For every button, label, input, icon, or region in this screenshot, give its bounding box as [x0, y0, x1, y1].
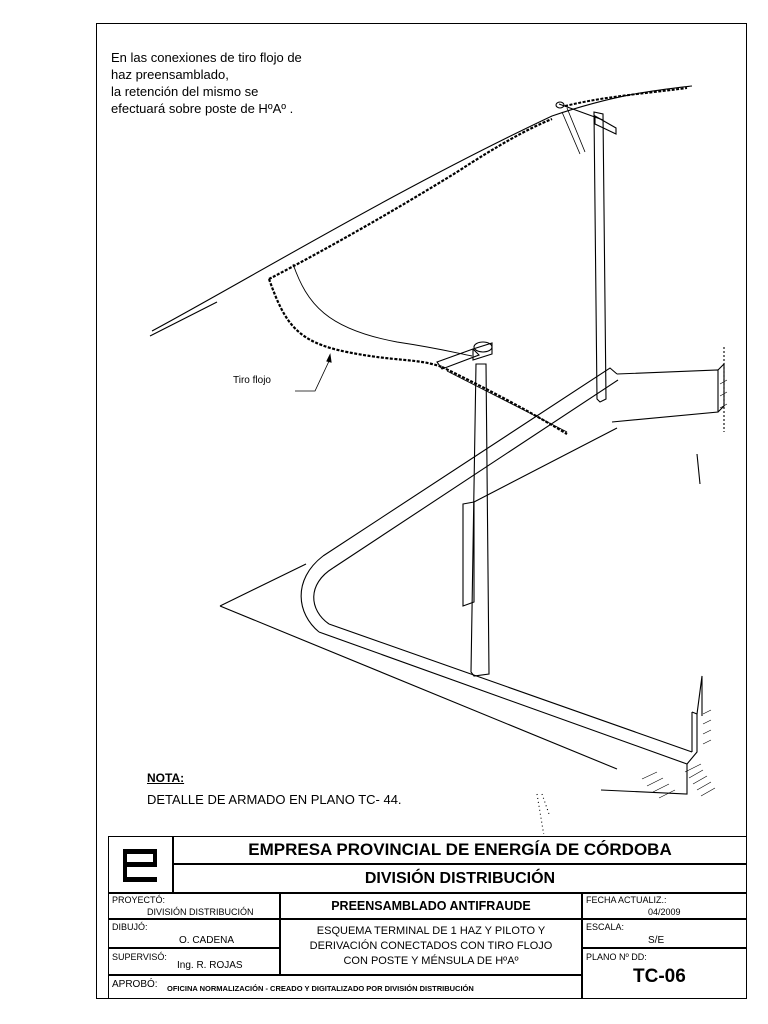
plano-label: PLANO Nº DD:: [586, 952, 647, 962]
plan-title-2-line-1: ESQUEMA TERMINAL DE 1 HAZ Y PILOTO Y: [316, 925, 546, 937]
fecha-label: FECHA ACTUALIZ.:: [586, 895, 667, 905]
fecha-cell: FECHA ACTUALIZ.: 04/2009: [582, 893, 747, 919]
near-pole: [470, 363, 490, 677]
plan-title-1: PREENSAMBLADO ANTIFRAUDE: [280, 893, 582, 919]
division-name: DIVISIÓN DISTRIBUCIÓN: [173, 864, 747, 893]
twisted-bundle: [268, 117, 553, 280]
label-leader: [295, 358, 331, 392]
overhead-line: [151, 85, 693, 332]
nota-text: DETALLE DE ARMADO EN PLANO TC- 44.: [147, 792, 402, 807]
intro-line-1: En las conexiones de tiro flojo de: [111, 50, 302, 65]
dibujo-cell: DIBUJÓ: O. CADENA: [108, 919, 280, 948]
superviso-cell: SUPERVISÓ: Ing. R. ROJAS: [108, 948, 280, 975]
company-name: EMPRESA PROVINCIAL DE ENERGÍA DE CÓRDOBA: [173, 836, 747, 864]
superviso-label: SUPERVISÓ:: [112, 952, 167, 962]
escala-cell: ESCALA: S/E: [582, 919, 747, 948]
curb-back-edge: [322, 367, 618, 557]
company-logo: [108, 836, 173, 893]
plano-number: TC-06: [633, 966, 686, 987]
aprobo-cell: APROBÓ: OFICINA NORMALIZACIÓN - CREADO Y…: [108, 975, 582, 999]
far-pole: [593, 111, 607, 403]
proyecto-cell: PROYECTÓ: DIVISIÓN DISTRIBUCIÓN: [108, 893, 280, 919]
intro-line-3: la retención del mismo se: [111, 84, 259, 99]
aprobo-label: APROBÓ:: [112, 979, 158, 990]
proyecto-value: DIVISIÓN DISTRIBUCIÓN: [147, 907, 254, 917]
escala-label: ESCALA:: [586, 922, 625, 932]
curb-corner-outer: [300, 555, 324, 633]
ground-edge-front: [219, 605, 618, 770]
technical-drawing: [149, 85, 728, 834]
proyecto-label: PROYECTÓ:: [112, 895, 166, 905]
dibujo-label: DIBUJÓ:: [112, 922, 148, 932]
plan-title-2-line-2: DERIVACIÓN CONECTADOS CON TIRO FLOJO: [309, 940, 553, 952]
intro-line-2: haz preensamblado,: [111, 67, 229, 82]
epec-logo-icon: [123, 849, 157, 882]
plan-title-2: ESQUEMA TERMINAL DE 1 HAZ Y PILOTO Y DER…: [280, 919, 582, 975]
superviso-value: Ing. R. ROJAS: [177, 960, 243, 971]
slack-span: [267, 278, 443, 369]
intro-note: En las conexiones de tiro flojo de haz p…: [111, 49, 302, 117]
dibujo-value: O. CADENA: [179, 935, 235, 946]
ground-edge-left: [219, 563, 307, 607]
plan-title-2-line-3: CON POSTE Y MÉNSULA DE HºAº: [343, 955, 519, 967]
intro-line-4: efectuará sobre poste de HºAº .: [111, 101, 294, 116]
ground-edge-right: [696, 453, 701, 485]
aprobo-value: OFICINA NORMALIZACIÓN - CREADO Y DIGITAL…: [167, 984, 474, 993]
escala-value: S/E: [648, 935, 665, 946]
fecha-value: 04/2009: [648, 907, 681, 917]
plano-cell: PLANO Nº DD: TC-06: [582, 948, 747, 999]
title-block: EMPRESA PROVINCIAL DE ENERGÍA DE CÓRDOBA…: [108, 836, 747, 999]
tiro-flojo-label: Tiro flojo: [233, 375, 271, 386]
nota-title: NOTA:: [147, 771, 185, 785]
